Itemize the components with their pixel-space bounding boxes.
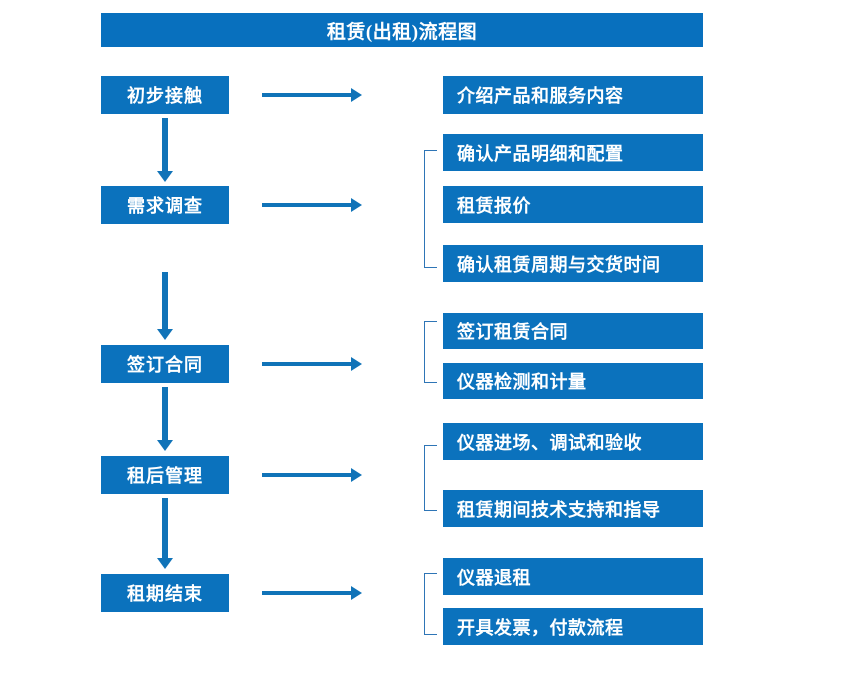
stage-box-needs-survey[interactable]: 需求调查 bbox=[101, 186, 229, 224]
detail-box-confirm-rental-period-delivery[interactable]: 确认租赁周期与交货时间 bbox=[443, 245, 703, 282]
detail-box-rental-quotation[interactable]: 租赁报价 bbox=[443, 186, 703, 223]
bracket-needs-survey-group bbox=[424, 150, 437, 268]
detail-box-instrument-inspection-metrology[interactable]: 仪器检测和计量 bbox=[443, 363, 703, 399]
vertical-arrow-contract-to-management bbox=[157, 387, 173, 451]
stage-box-post-rental-management[interactable]: 租后管理 bbox=[101, 456, 229, 494]
detail-box-instrument-return[interactable]: 仪器退租 bbox=[443, 558, 703, 595]
horizontal-arrow-post-rental-management bbox=[262, 468, 362, 482]
detail-box-introduce-products[interactable]: 介绍产品和服务内容 bbox=[443, 76, 703, 114]
stage-box-rental-end[interactable]: 租期结束 bbox=[101, 574, 229, 612]
bracket-post-rental-group bbox=[424, 445, 437, 511]
detail-box-instrument-entry-commissioning-acceptance[interactable]: 仪器进场、调试和验收 bbox=[443, 423, 703, 460]
stage-box-sign-contract[interactable]: 签订合同 bbox=[101, 345, 229, 383]
flowchart-title: 租赁(出租)流程图 bbox=[101, 13, 703, 47]
vertical-arrow-needs-to-contract bbox=[157, 272, 173, 340]
detail-box-technical-support-guidance[interactable]: 租赁期间技术支持和指导 bbox=[443, 490, 703, 527]
horizontal-arrow-rental-end bbox=[262, 586, 362, 600]
vertical-arrow-management-to-end bbox=[157, 498, 173, 569]
bracket-rental-end-group bbox=[424, 573, 437, 635]
bracket-sign-contract-group bbox=[424, 321, 437, 383]
detail-box-invoice-payment-process[interactable]: 开具发票，付款流程 bbox=[443, 608, 703, 645]
detail-box-confirm-product-config[interactable]: 确认产品明细和配置 bbox=[443, 134, 703, 171]
stage-box-initial-contact[interactable]: 初步接触 bbox=[101, 76, 229, 114]
vertical-arrow-initial-to-needs bbox=[157, 118, 173, 182]
detail-box-sign-rental-contract[interactable]: 签订租赁合同 bbox=[443, 313, 703, 349]
horizontal-arrow-needs-survey bbox=[262, 198, 362, 212]
horizontal-arrow-initial-contact bbox=[262, 88, 362, 102]
horizontal-arrow-sign-contract bbox=[262, 357, 362, 371]
